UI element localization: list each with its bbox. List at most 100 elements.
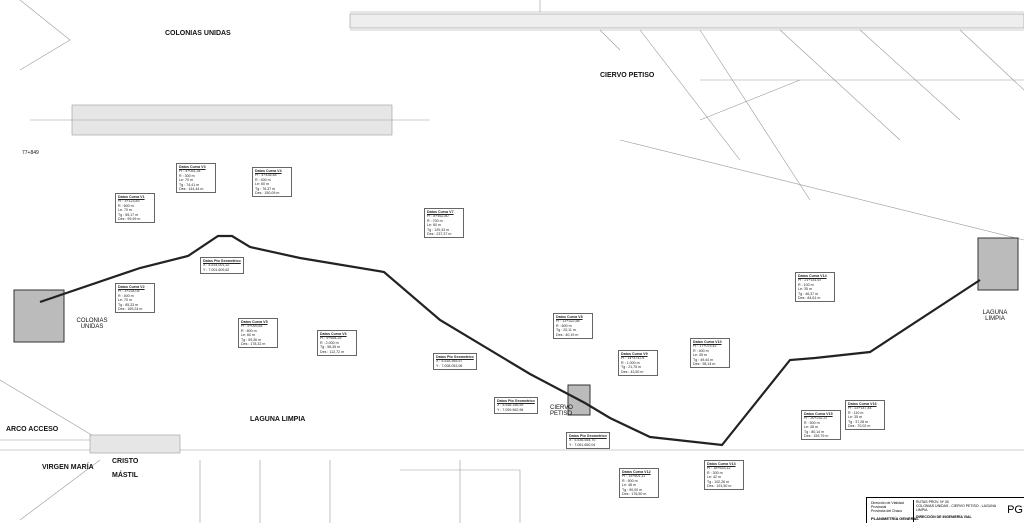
curve-box-line: Des : 169,24 m bbox=[118, 307, 143, 312]
curve-box-title: Datos Curva V6 bbox=[320, 332, 347, 336]
curve-box-line: Des : 99,99 m bbox=[118, 217, 141, 222]
curve-box-line: Le: 70 m bbox=[118, 298, 132, 303]
curve-box-line: Des : 70,02 m bbox=[848, 424, 871, 429]
curve-box-title: Datos Pto Geometrico bbox=[497, 399, 535, 403]
curve-box-line: Y : 7.059.962,96 bbox=[497, 407, 524, 412]
curve-box-title: Datos Curva V15 bbox=[804, 412, 833, 416]
curve-box-line: Des : 237,37 m bbox=[427, 232, 452, 237]
curve-box-line: Le: 45 m bbox=[693, 353, 707, 358]
curve-box-title: Datos Curva V12 bbox=[622, 470, 651, 474]
curve-box-title: Datos Curva V14 bbox=[798, 274, 827, 278]
curve-box-title: Datos Curva V9 bbox=[621, 352, 648, 356]
curve-box-line: Tg : 55,17 m bbox=[118, 212, 139, 217]
curve-box-line: X : 5.536.156,59 bbox=[497, 403, 524, 408]
label-arco-acceso: ARCO ACCESO bbox=[6, 426, 59, 433]
curve-box-line: Tg : 80,14 m bbox=[804, 429, 825, 434]
curve-box-title: Datos Curva V16 bbox=[848, 402, 877, 406]
curve-box-title: Datos Curva V4 bbox=[255, 169, 282, 173]
curve-box-line: R : 600 m bbox=[556, 323, 572, 328]
curve-box-line: Tg : 85,33 m bbox=[118, 302, 139, 307]
curve-box-line: Tg : 59,36 m bbox=[241, 337, 262, 342]
curve-box-line: Le: 42 m bbox=[707, 475, 721, 480]
curve-box-line: R : 500 m bbox=[622, 478, 638, 483]
curve-box-line: R : 400 m bbox=[255, 177, 271, 182]
curve-box-line: Le: 60 m bbox=[255, 182, 269, 187]
label-colonias-unidas: COLONIAS UNIDAS bbox=[76, 318, 108, 330]
curve-box-line: R : 110 m bbox=[848, 410, 864, 415]
curve-box-line: PI : 8+462,80 bbox=[427, 214, 449, 219]
curve-box-line: Le: 35 m bbox=[848, 415, 862, 420]
curve-box-line: Le: 70 m bbox=[179, 178, 193, 183]
curve-box-line: PI : 5+093,84 bbox=[241, 324, 263, 329]
curve-box-line: Des : 84,61 m bbox=[798, 296, 821, 301]
label-virgen-maria: VIRGEN MARÍA bbox=[42, 464, 94, 471]
curve-box-line: Des : 178,32 m bbox=[241, 342, 266, 347]
curve-box-line: PI : 15+601,11 bbox=[622, 474, 646, 479]
curve-box-title: Datos Curva V1 bbox=[118, 195, 145, 199]
curve-box-line: Le: 70 m bbox=[118, 208, 132, 213]
curve-box-line: PI : 5+654,25 bbox=[320, 336, 342, 341]
curve-box-line: Des : 43,50 m bbox=[621, 369, 644, 374]
curve-box-line: Tg : 120,43 m bbox=[427, 227, 450, 232]
curve-box-line: PI : 20+232,37 bbox=[804, 416, 828, 421]
curve-box-line: PI : 4+436,48 bbox=[255, 173, 277, 178]
curve-box-title: Datos Curva V5 bbox=[241, 320, 268, 324]
curve-box-title: Datos Curva V3 bbox=[179, 165, 206, 169]
curve-box-line: PI : 13+322,58 bbox=[556, 319, 580, 324]
curve-box-line: Le: 60 m bbox=[241, 333, 255, 338]
office-name: DIRECCIÓN DE INGENIERÍA VIAL bbox=[916, 515, 972, 519]
curve-box-line: Des : 40,19 m bbox=[556, 332, 579, 337]
label-ciervo-petiso: CIERVO PETISO bbox=[550, 405, 573, 417]
curve-box-line: X : 5.535.365,57 bbox=[436, 359, 463, 364]
colonias-unidas-town bbox=[13, 289, 65, 343]
curve-box-line: PI : 4+051,34 bbox=[179, 169, 201, 174]
curve-box-line: R : 400 m bbox=[693, 348, 709, 353]
label-laguna-limpia: LAGUNA LIMPIA bbox=[982, 310, 1008, 322]
curve-box-title: Datos Curva V2 bbox=[118, 285, 145, 289]
label-ciervo-petiso-top: CIERVO PETISO bbox=[600, 72, 655, 79]
curve-box-line: X : 5.536.554,70 bbox=[569, 438, 596, 443]
curve-box-title: Datos Pto Geometrico bbox=[569, 434, 607, 438]
label-laguna-limpia-bottom: LAGUNA LIMPIA bbox=[250, 416, 306, 423]
curve-box-title: Datos Curva V13 bbox=[707, 462, 736, 466]
curve-box-line: Tg : 37,28 m bbox=[848, 419, 869, 424]
section-name: COLONIAS UNIDAS - CIERVO PETISO - LAGUNA… bbox=[916, 504, 996, 512]
curve-box-line: R : 800 m bbox=[241, 328, 257, 333]
curve-box-line: Tg : 49,44 m bbox=[693, 357, 714, 362]
curve-box-line: R : 1.000 m bbox=[621, 360, 640, 365]
curve-box-line: PI : 21+151,67 bbox=[798, 278, 822, 283]
route-name: RUTAS PROV. Nº 30 bbox=[916, 500, 949, 504]
curve-box-line: PI : 3+123,83 bbox=[118, 199, 140, 204]
curve-box-line: PI : 3+234,05 bbox=[118, 289, 140, 294]
sheet-code: PG bbox=[1007, 504, 1023, 516]
road-alignment bbox=[39, 234, 981, 447]
sheet-title: PLANIMETRÍA GENERAL bbox=[871, 516, 919, 521]
curve-box-line: Des : 176,50 m bbox=[622, 492, 647, 497]
curve-box-line: X : 5.534.001,32 bbox=[203, 263, 230, 268]
curve-box-line: Des : 98,14 m bbox=[693, 362, 716, 367]
curve-box-line: Le: 48 m bbox=[622, 483, 636, 488]
curve-box-line: Tg : 46,37 m bbox=[798, 291, 819, 296]
label-colonias-unidas-top: COLONIAS UNIDAS bbox=[165, 30, 231, 37]
label-cristo: CRISTO bbox=[112, 458, 139, 465]
curve-box-line: R : 2.000 m bbox=[320, 340, 339, 345]
curve-box-line: Le: 60 m bbox=[427, 223, 441, 228]
province-name: Provincia del Chaco bbox=[871, 509, 903, 513]
curve-box-line: PI : 14+474,01 bbox=[621, 356, 645, 361]
